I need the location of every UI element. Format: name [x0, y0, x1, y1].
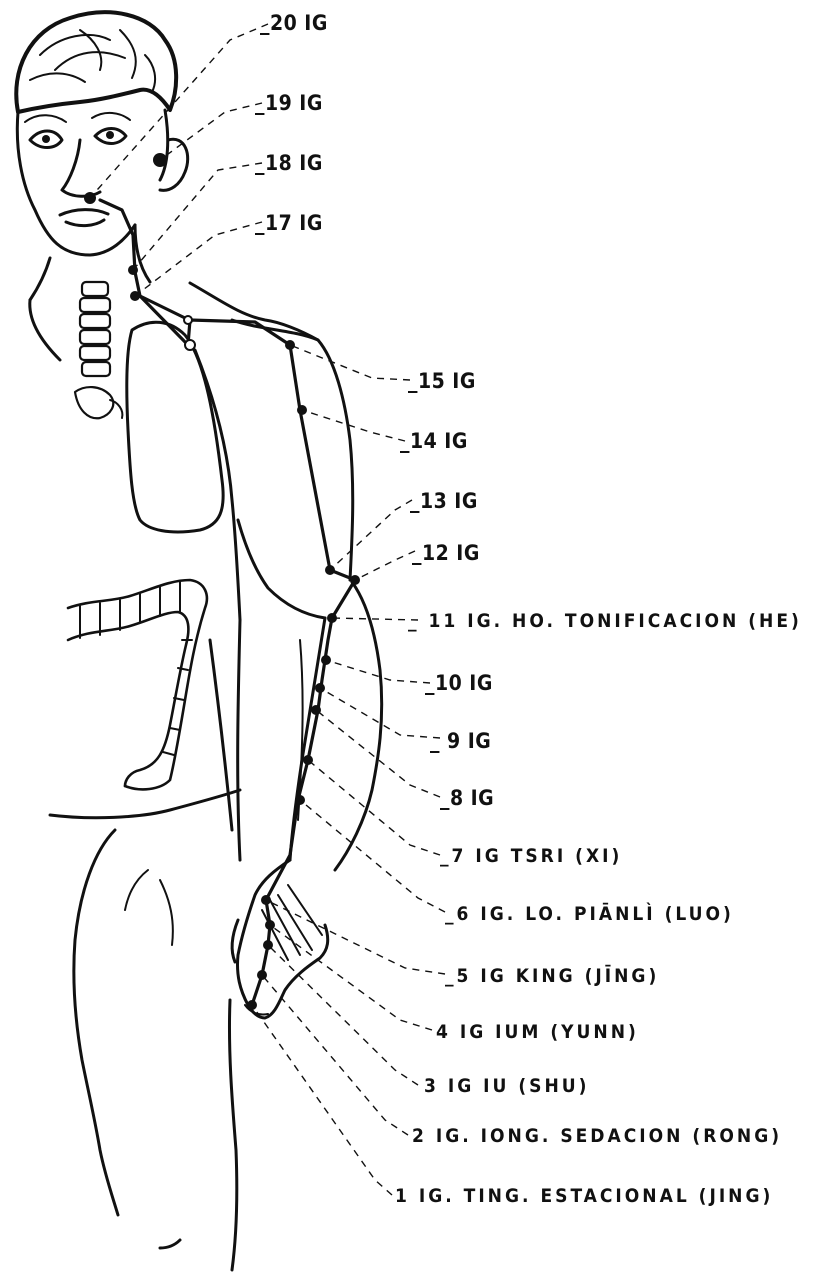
label-18: _18 IG	[255, 151, 323, 175]
label-1: 1 IG. TING. ESTACIONAL (JING)	[395, 1185, 773, 1207]
label-8: _8 IG	[440, 786, 494, 810]
leader-lines	[90, 24, 445, 1195]
label-12: _12 IG	[412, 541, 480, 565]
label-3: 3 IG IU (SHU)	[424, 1075, 589, 1097]
label-14: _14 IG	[400, 429, 468, 453]
small-intestine-meridian	[100, 200, 355, 1005]
label-9: _ 9 IG	[430, 729, 491, 753]
point-15	[285, 340, 295, 350]
point-4	[265, 920, 275, 930]
leg	[74, 830, 118, 1215]
label-5: _5 IG KING (JĪNG)	[445, 964, 659, 987]
label-10: _10 IG	[425, 671, 493, 695]
label-6: _6 IG. LO. PIĀNLÌ (LUO)	[445, 902, 734, 925]
hair	[16, 12, 176, 112]
label-7: _7 IG TSRI (XI)	[440, 845, 622, 867]
label-2: 2 IG. IONG. SEDACION (RONG)	[412, 1125, 782, 1147]
neck	[135, 225, 150, 282]
acupuncture-points	[84, 153, 360, 1010]
label-11: _ 11 IG. HO. TONIFICACION (HE)	[408, 610, 802, 632]
nose	[62, 140, 100, 196]
colon	[68, 580, 207, 789]
scapula	[127, 322, 223, 532]
label-20: _20 IG	[260, 11, 328, 35]
label-17: _17 IG	[255, 211, 323, 235]
label-13: _13 IG	[410, 489, 478, 513]
spine	[75, 282, 122, 418]
waist	[50, 790, 240, 818]
label-19: _19 IG	[255, 91, 323, 115]
label-4: 4 IG IUM (YUNN)	[436, 1021, 639, 1043]
label-15: _15 IG	[408, 369, 476, 393]
hand	[237, 860, 327, 1018]
point-16b	[184, 316, 192, 324]
point-16	[185, 340, 195, 350]
mouth	[60, 210, 108, 226]
